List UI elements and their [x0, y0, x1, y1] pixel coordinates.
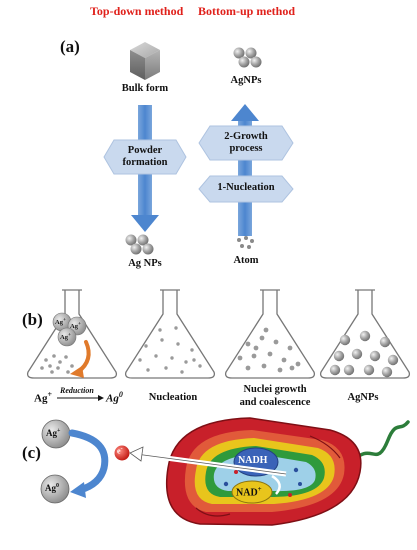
ion-label-2-sup: +	[77, 321, 82, 327]
reactant-text: Ag	[34, 392, 48, 405]
atom-label: Atom	[233, 255, 259, 266]
electron-text: e	[117, 446, 121, 456]
agnps-stage-label: AgNPs	[347, 392, 379, 403]
ag-zero-text: Ag	[45, 483, 56, 493]
electron-sup: -	[120, 446, 123, 452]
ion-label-3-sup: +	[67, 332, 72, 338]
nucleation-step-label: 1-Nucleation	[217, 182, 275, 193]
growth-stage-line2: and coalescence	[239, 397, 311, 408]
flagellum-icon	[350, 420, 410, 464]
nad-plus-sup: +	[257, 485, 262, 493]
flask-agnps-icon	[319, 289, 411, 379]
powder-formation-line2: formation	[122, 157, 168, 168]
reaction-product: Ag0	[106, 390, 123, 405]
nucleation-stage-label: Nucleation	[148, 392, 198, 403]
reaction-arrow	[57, 395, 104, 401]
powder-formation-label: Powder formation	[105, 145, 185, 169]
bulk-cube-icon	[130, 42, 160, 80]
growth-stage-label: Nuclei growth and coalescence	[225, 383, 325, 409]
ion-label-2-text: Ag	[70, 323, 78, 331]
reactant-sup: +	[47, 390, 53, 399]
panel-b-label: (b)	[22, 310, 43, 329]
bottom-up-arrow	[231, 104, 259, 236]
growth-stage-line1: Nuclei growth	[243, 384, 307, 395]
electron-icon	[114, 445, 130, 461]
ion-label-3-text: Ag	[60, 334, 68, 342]
ion-label-1-text: Ag	[55, 319, 63, 327]
ion-reduction-arrow-icon	[68, 429, 109, 494]
nucleation-hexagon	[198, 175, 294, 203]
growth-process-hexagon	[198, 125, 294, 161]
nad-plus-label: NAD+	[236, 485, 262, 498]
top-down-header: Top-down method	[90, 4, 184, 18]
electron-label: e-	[117, 446, 123, 456]
agnps-top-label: AgNPs	[230, 75, 262, 86]
ag-zero-label: Ag0	[45, 483, 59, 493]
reduction-arrowhead-icon	[70, 366, 84, 378]
ion-label-1: Ag+	[55, 317, 66, 326]
ion-label-1-sup: +	[62, 317, 67, 323]
electron-transfer-arrow-outline	[135, 453, 287, 475]
product-text: Ag	[106, 392, 119, 405]
electron-transfer-arrowhead-icon	[129, 446, 144, 462]
ag-plus-label: Ag+	[46, 428, 60, 438]
ion-label-3: Ag+	[60, 332, 71, 341]
top-down-nanoparticles-icon	[125, 234, 154, 255]
powder-formation-line1: Powder	[127, 145, 163, 156]
growth-process-label: 2-Growth process	[200, 131, 292, 155]
silver-atom-bubble-icon	[40, 474, 70, 504]
flask-growth-icon	[224, 289, 316, 379]
atom-icon	[237, 236, 254, 249]
bottom-up-header: Bottom-up method	[198, 4, 296, 18]
ion-label-2: Ag+	[70, 321, 81, 330]
ag-nps-label: Ag NPs	[128, 258, 162, 269]
bulk-form-label: Bulk form	[121, 83, 169, 94]
nadh-label: NADH	[238, 455, 268, 466]
ion-reduction-arrowhead-icon	[70, 482, 86, 498]
nad-plus-text: NAD	[236, 487, 258, 499]
growth-process-line2: process	[229, 143, 263, 154]
panel-a-label: (a)	[60, 37, 80, 56]
ag-plus-text: Ag	[46, 428, 57, 438]
silver-ion-cluster	[52, 312, 87, 347]
ag-plus-sup: +	[57, 428, 61, 434]
product-sup: 0	[118, 390, 123, 399]
powder-formation-hexagon	[103, 139, 187, 175]
bottom-up-nanoparticles-icon	[233, 47, 262, 68]
growth-process-line1: 2-Growth	[224, 131, 268, 142]
ag-zero-sup: 0	[56, 483, 59, 489]
flask-nucleation-icon	[124, 289, 216, 379]
reaction-arrow-label: Reduction	[60, 386, 94, 395]
flask-row	[26, 289, 411, 379]
reaction-reactant: Ag+	[34, 390, 52, 405]
panel-c-label: (c)	[22, 443, 41, 462]
